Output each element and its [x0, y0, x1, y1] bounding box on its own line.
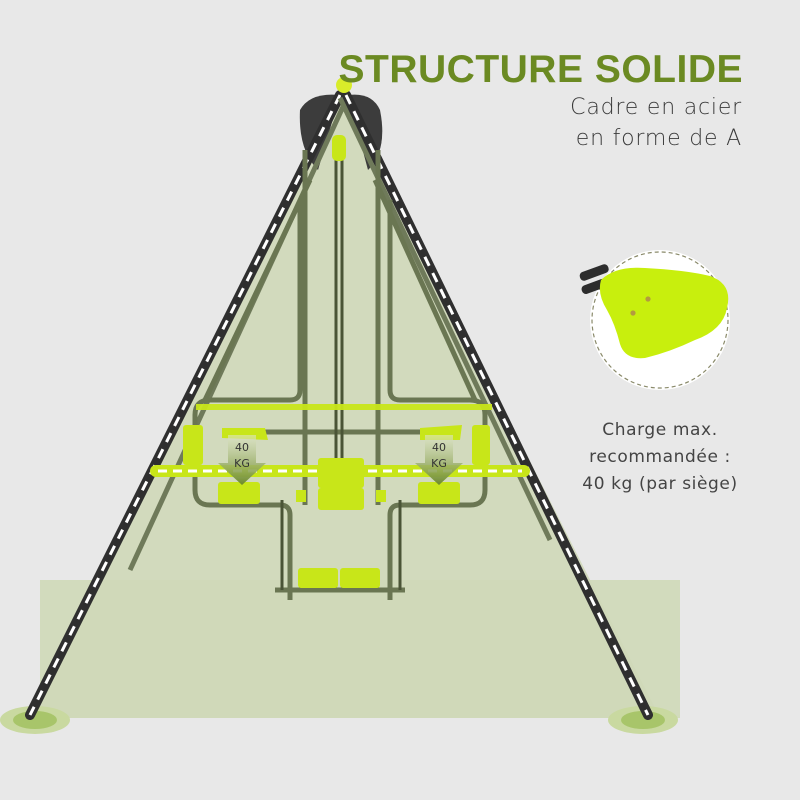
seat-load-unit: KG	[431, 457, 447, 470]
hook	[332, 135, 346, 161]
subtitle-line-1: Cadre en acier	[570, 95, 742, 120]
left-foot	[0, 706, 70, 734]
seats	[183, 425, 490, 588]
chains	[280, 155, 402, 590]
load-line-3: 40 kg (par siège)	[582, 474, 738, 494]
seat-load-value: 40	[432, 441, 446, 454]
weight-arrow-left	[218, 435, 266, 485]
feature-title: STRUCTURE SOLIDE	[338, 48, 743, 91]
seat-closeup-icon	[599, 267, 729, 359]
seat-detail-callout	[579, 250, 730, 390]
seat-load-value: 40	[235, 441, 249, 454]
seat-load-label-right: 40 KG	[425, 440, 453, 472]
max-load-info: Charge max. recommandée : 40 kg (par siè…	[560, 417, 760, 498]
load-line-2: recommandée :	[589, 447, 731, 467]
subtitle-line-2: en forme de A	[575, 126, 742, 151]
feature-subtitle: Cadre en acier en forme de A	[570, 92, 742, 154]
weight-arrow-right	[415, 435, 463, 485]
seat-load-unit: KG	[234, 457, 250, 470]
right-foot	[608, 706, 678, 734]
inner-tubes	[192, 150, 488, 600]
top-knob	[336, 77, 352, 93]
upper-lime-bar	[196, 404, 492, 410]
load-line-1: Charge max.	[602, 420, 718, 440]
seat-load-label-left: 40 KG	[228, 440, 256, 472]
